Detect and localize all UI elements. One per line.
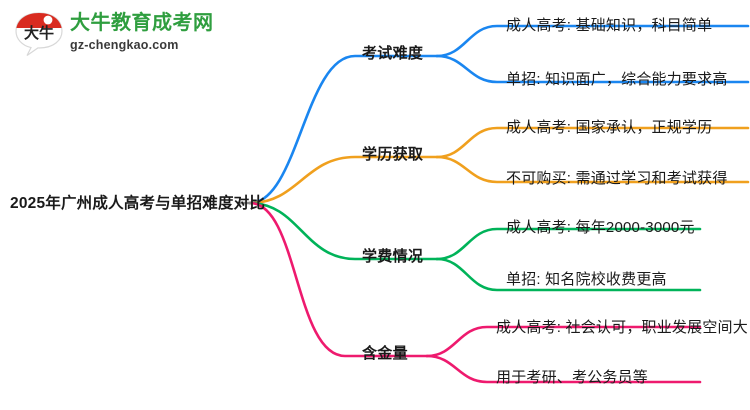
leaf-node-degree-1[interactable]: 成人高考: 国家承认，正规学历 — [506, 119, 713, 136]
branch-node-exam-difficulty[interactable]: 考试难度 — [362, 45, 424, 62]
leaf-node-exam-1[interactable]: 成人高考: 基础知识，科目简单 — [506, 17, 713, 34]
logo-mark-icon: 大牛 — [15, 12, 63, 56]
leaf-node-degree-2[interactable]: 不可购买: 需通过学习和考试获得 — [506, 170, 728, 187]
branch-node-tuition[interactable]: 学费情况 — [362, 248, 424, 265]
leaf-node-tuition-1[interactable]: 成人高考: 每年2000-3000元 — [506, 219, 695, 236]
leaf-node-exam-2[interactable]: 单招: 知识面广，综合能力要求高 — [506, 71, 728, 88]
leaf-node-tuition-2[interactable]: 单招: 知名院校收费更高 — [506, 271, 667, 288]
logo-title: 大牛教育成考网 — [70, 12, 214, 34]
leaf-node-value-1[interactable]: 成人高考: 社会认可，职业发展空间大 — [496, 319, 748, 336]
svg-text:大牛: 大牛 — [24, 24, 54, 42]
leaf-node-value-2[interactable]: 用于考研、考公务员等 — [496, 369, 649, 386]
site-logo[interactable]: 大牛 大牛教育成考网 gz-chengkao.com — [14, 10, 213, 58]
branch-node-degree-acquisition[interactable]: 学历获取 — [362, 146, 424, 163]
branch-node-value[interactable]: 含金量 — [362, 345, 408, 362]
logo-subtitle: gz-chengkao.com — [70, 38, 179, 52]
root-node[interactable]: 2025年广州成人高考与单招难度对比 — [10, 195, 266, 212]
